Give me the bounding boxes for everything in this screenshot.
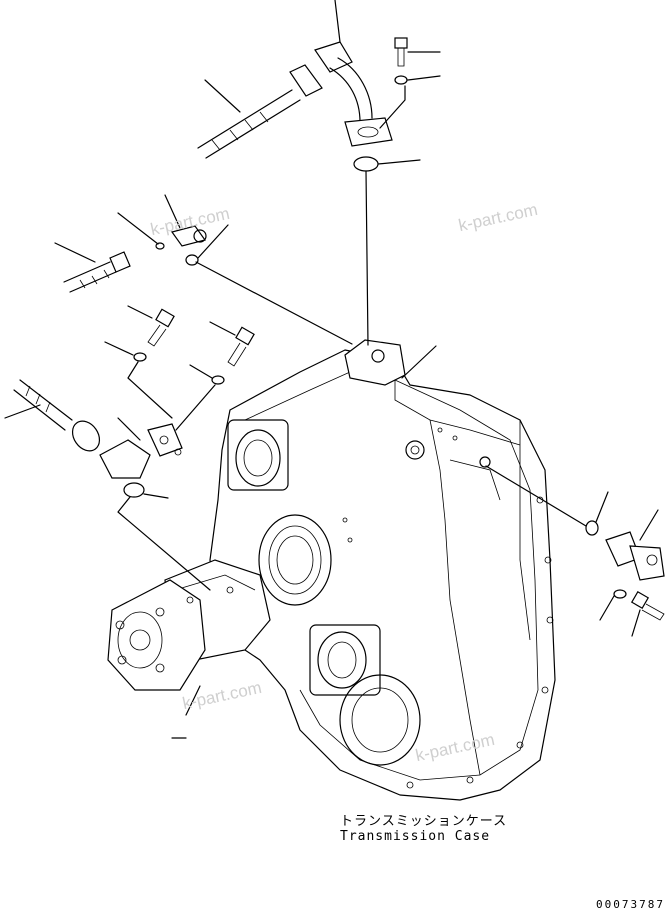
elbow-o-ring [353, 156, 421, 346]
lower-left-o-ring [117, 482, 211, 591]
case-leader-top [401, 345, 437, 379]
transmission-case [209, 339, 556, 801]
lower-left-elbow [99, 417, 183, 479]
drawing-code: 00073787 [596, 898, 665, 911]
caption-english: Transmission Case [340, 829, 491, 844]
right-elbow-fitting [605, 509, 665, 581]
bolt-left-a [127, 305, 175, 347]
top-bolt [394, 37, 441, 67]
upper-hose [197, 64, 323, 159]
lower-left-hose [4, 379, 101, 452]
elbow-fitting-small [164, 194, 207, 247]
top-elbow-pipe [314, 0, 393, 147]
pump-assembly [107, 559, 271, 691]
pump-leader [185, 685, 201, 716]
small-o-ring-b [185, 224, 353, 345]
caption-japanese: トランスミッションケース [340, 814, 508, 829]
right-bolt [630, 590, 665, 637]
top-washer [379, 75, 441, 129]
washer-left-b [175, 364, 225, 431]
small-o-ring-a [117, 212, 165, 250]
middle-hose [54, 242, 131, 293]
right-washer [599, 589, 627, 621]
right-o-ring [485, 465, 609, 536]
bolt-left-b [209, 321, 255, 367]
washer-left-a [104, 341, 173, 419]
